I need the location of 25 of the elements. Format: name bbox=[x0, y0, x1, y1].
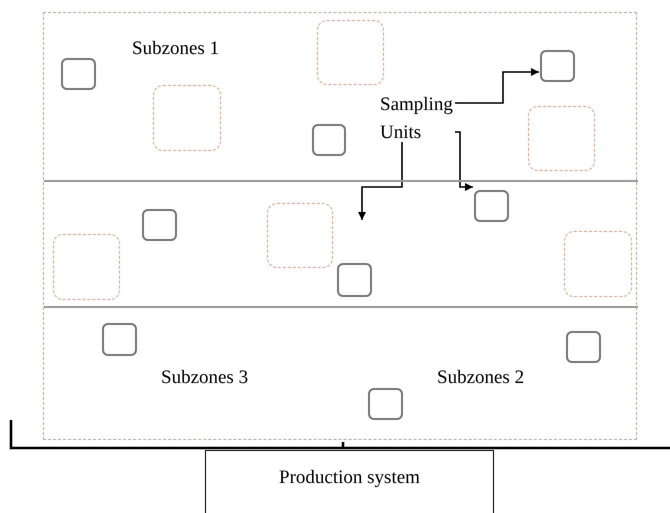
arrow bbox=[455, 68, 539, 104]
sampling-unit bbox=[566, 331, 601, 363]
dashed-square bbox=[53, 234, 120, 300]
dashed-square bbox=[564, 231, 632, 297]
box-label: Production system bbox=[279, 466, 420, 490]
sampling-unit bbox=[102, 323, 137, 356]
sampling-unit bbox=[142, 209, 177, 241]
sampling-unit bbox=[540, 50, 575, 82]
callout-text: Sampling Units bbox=[380, 91, 456, 143]
zone-label: Subzones 1 bbox=[132, 37, 220, 61]
label-box bbox=[205, 450, 494, 513]
sampling-unit bbox=[368, 388, 403, 420]
dashed-square bbox=[267, 203, 333, 268]
sampling-unit bbox=[474, 190, 509, 222]
sampling-unit bbox=[337, 263, 372, 297]
dashed-square bbox=[153, 85, 221, 151]
sampling-unit bbox=[61, 58, 96, 90]
sampling-unit bbox=[312, 124, 346, 156]
arrow bbox=[455, 131, 473, 191]
dashed-square bbox=[528, 106, 595, 171]
arrow bbox=[358, 142, 403, 220]
dashed-square bbox=[317, 20, 384, 85]
zone-label: Subzones 3 bbox=[161, 366, 248, 390]
zone-boundary bbox=[43, 12, 637, 440]
zone-label: Subzones 2 bbox=[437, 366, 524, 390]
